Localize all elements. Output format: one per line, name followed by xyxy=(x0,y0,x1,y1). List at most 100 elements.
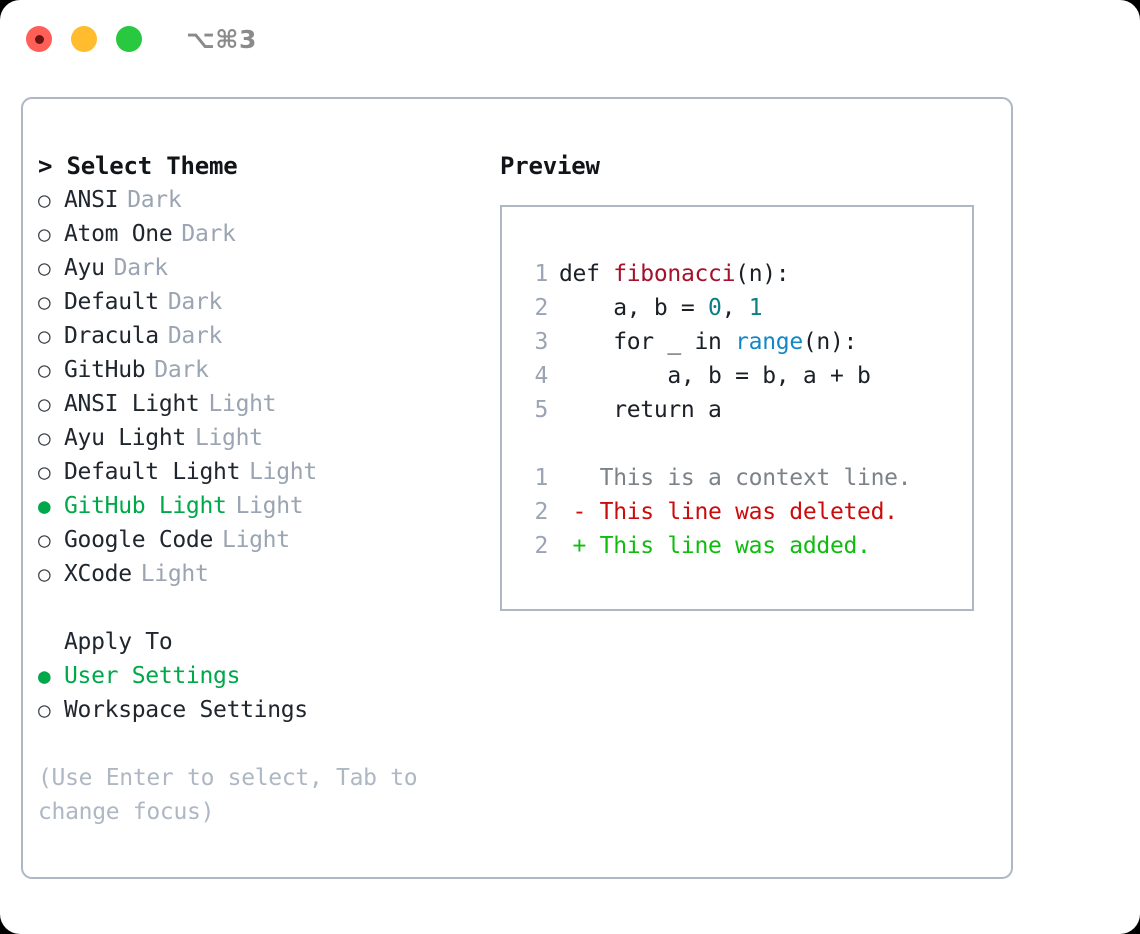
zoom-button[interactable] xyxy=(116,26,142,52)
line-number: 1 xyxy=(534,465,548,491)
code-token: , xyxy=(721,295,749,321)
theme-option-variant: Light xyxy=(235,493,304,519)
code-line: 5 return a xyxy=(518,393,966,427)
code-token: fibonacci xyxy=(613,261,736,287)
theme-option[interactable]: ○ Default Light Light xyxy=(38,455,478,489)
code-token: 0 xyxy=(708,295,722,321)
code-token: return a xyxy=(559,397,722,423)
apply-to-option[interactable]: ○ Workspace Settings xyxy=(38,693,478,727)
theme-option-variant: Light xyxy=(208,391,277,417)
theme-option[interactable]: ○ Ayu Light Light xyxy=(38,421,478,455)
minimize-button[interactable] xyxy=(71,26,97,52)
apply-to-option-name: User Settings xyxy=(64,663,241,689)
radio-unselected-icon: ○ xyxy=(38,426,51,450)
theme-option-variant: Light xyxy=(194,425,263,451)
radio-selected-icon: ● xyxy=(38,494,51,518)
theme-option-name: Default xyxy=(64,289,159,315)
line-number: 5 xyxy=(534,397,548,423)
theme-option-name: Ayu Light xyxy=(64,425,186,451)
diff-sample: 1 This is a context line. 2 - This line w… xyxy=(518,461,966,563)
window-controls xyxy=(26,26,142,52)
radio-unselected-icon: ○ xyxy=(38,256,51,280)
radio-unselected-icon: ○ xyxy=(38,698,51,722)
theme-option[interactable]: ○ GitHub Dark xyxy=(38,353,478,387)
theme-option-name: XCode xyxy=(64,561,132,587)
keyboard-hint: (Use Enter to select, Tab to change focu… xyxy=(38,765,418,825)
theme-option[interactable]: ○ ANSI Dark xyxy=(38,183,478,217)
select-theme-header: > Select Theme xyxy=(38,152,238,180)
theme-option-name: Atom One xyxy=(64,221,173,247)
theme-option-name: Default Light xyxy=(64,459,241,485)
code-token: range xyxy=(735,329,803,355)
code-line: 4 a, b = b, a + b xyxy=(518,359,966,393)
radio-unselected-icon: ○ xyxy=(38,460,51,484)
theme-option[interactable]: ○ Ayu Dark xyxy=(38,251,478,285)
radio-unselected-icon: ○ xyxy=(38,392,51,416)
code-token: + This line was added. xyxy=(559,533,871,559)
theme-option-variant: Light xyxy=(249,459,317,485)
theme-option-variant: Dark xyxy=(167,323,223,349)
code-token: def xyxy=(559,261,614,287)
title-bar: ⌥⌘3 xyxy=(0,0,1140,78)
theme-option-name: GitHub Light xyxy=(64,493,227,519)
apply-to-option[interactable]: ●User Settings xyxy=(38,659,478,693)
code-token: a, b = xyxy=(559,295,709,321)
theme-option[interactable]: ○ Default Dark xyxy=(38,285,478,319)
theme-option-variant: Dark xyxy=(181,221,236,247)
theme-option-variant: Dark xyxy=(127,187,182,213)
radio-unselected-icon: ○ xyxy=(38,358,51,382)
theme-option-variant: Dark xyxy=(167,289,223,315)
code-line: 3 for _ in range(n): xyxy=(518,325,966,359)
theme-option-name: Dracula xyxy=(64,323,159,349)
code-token: 1 xyxy=(748,295,763,321)
line-number: 2 xyxy=(534,499,548,525)
apply-to-option-name: Workspace Settings xyxy=(64,697,308,723)
theme-option-name: ANSI Light xyxy=(64,391,200,417)
radio-unselected-icon: ○ xyxy=(38,222,51,246)
line-number: 2 xyxy=(534,295,548,321)
theme-option-name: Google Code xyxy=(64,527,214,553)
close-button[interactable] xyxy=(26,26,52,52)
radio-unselected-icon: ○ xyxy=(38,324,51,348)
theme-option[interactable]: ○ Google Code Light xyxy=(38,523,478,557)
theme-option[interactable]: ● GitHub Light Light xyxy=(38,489,478,523)
list-spacer xyxy=(38,591,478,625)
code-token: for _ in xyxy=(559,329,736,355)
line-number: 2 xyxy=(534,533,548,559)
preview-column: Preview 1 def fibonacci(n): 2 a, b = 0, 1 3… xyxy=(500,149,1000,611)
code-line: 1 def fibonacci(n): xyxy=(518,257,966,291)
preview-title: Preview xyxy=(500,152,600,180)
keyboard-shortcut-label: ⌥⌘3 xyxy=(186,24,257,54)
diff-line: 1 This is a context line. xyxy=(518,461,966,495)
diff-line: 2 + This line was added. xyxy=(518,529,966,563)
code-blank-line xyxy=(518,427,966,461)
radio-unselected-icon: ○ xyxy=(38,528,51,552)
radio-unselected-icon: ○ xyxy=(38,290,51,314)
code-sample: 1 def fibonacci(n): 2 a, b = 0, 1 3 for _ i… xyxy=(518,257,966,427)
code-token: - This line was deleted. xyxy=(559,499,898,525)
theme-option[interactable]: ○ Atom One Dark xyxy=(38,217,478,251)
radio-unselected-icon: ○ xyxy=(38,188,51,212)
theme-option[interactable]: ○ ANSI Light Light xyxy=(38,387,478,421)
theme-option-variant: Light xyxy=(140,561,209,587)
theme-option-name: GitHub xyxy=(64,357,146,383)
code-token: This is a context line. xyxy=(559,465,912,491)
code-token: a, b = b, a + b xyxy=(559,363,871,389)
line-number: 1 xyxy=(534,261,548,287)
apply-to-list: ●User Settings ○ Workspace Settings xyxy=(38,659,478,727)
theme-option-variant: Dark xyxy=(154,357,209,383)
theme-option-variant: Light xyxy=(222,527,290,553)
theme-option[interactable]: ○ Dracula Dark xyxy=(38,319,478,353)
line-number: 3 xyxy=(534,329,548,355)
theme-option-name: Ayu xyxy=(64,255,105,281)
code-token: (n): xyxy=(735,261,790,287)
theme-option-name: ANSI xyxy=(64,187,119,213)
theme-option-variant: Dark xyxy=(113,255,169,281)
apply-to-header: Apply To xyxy=(64,629,173,655)
preview-code-box: 1 def fibonacci(n): 2 a, b = 0, 1 3 for _ i… xyxy=(500,205,974,611)
